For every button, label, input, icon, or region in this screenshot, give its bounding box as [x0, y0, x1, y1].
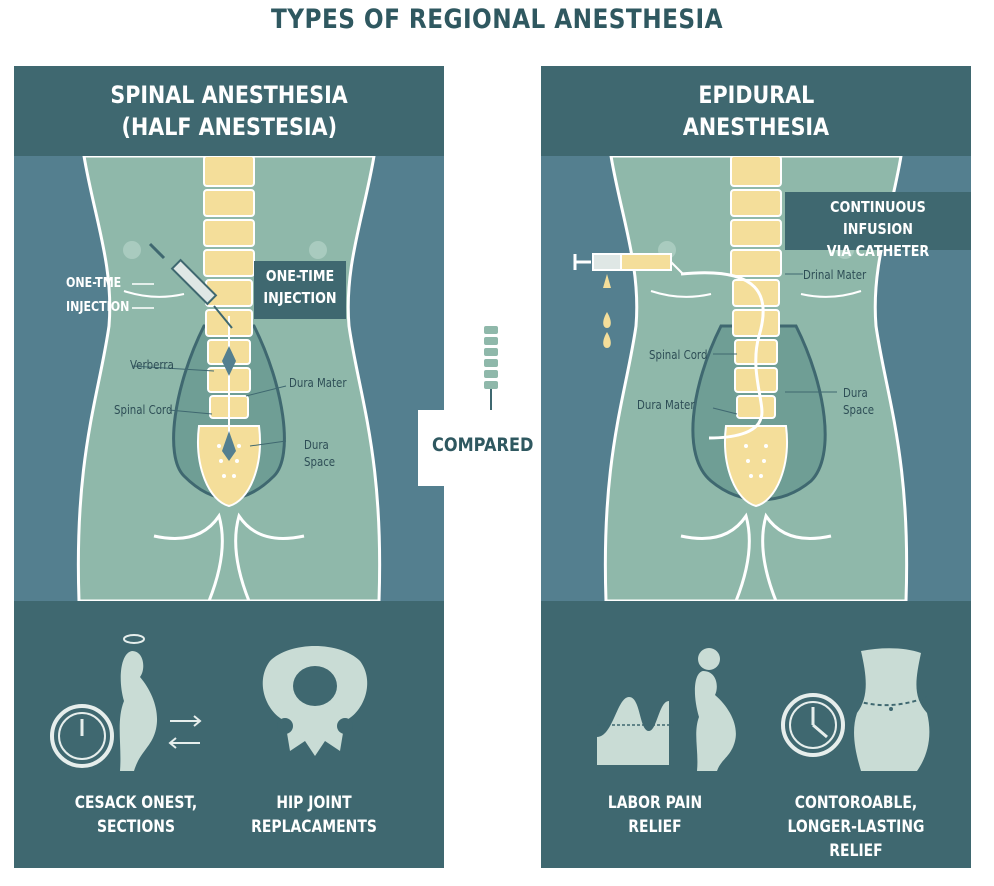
clock-torso-icon [781, 648, 930, 771]
spinal-tag-line2: INJECTION [263, 289, 337, 307]
spinal-use-2-line1: HIP JOINT [276, 793, 352, 813]
spinal-use-2-line2: REPLACAMENTS [251, 817, 377, 837]
label-dural-mater: Drinal Mater [803, 268, 867, 282]
epidural-use-1-caption: LABOR PAIN RELIEF [555, 791, 755, 839]
label-vertebra: Verberra [130, 358, 174, 372]
label-dura-mater: Dura Mater [637, 398, 695, 412]
syringe-icon [148, 242, 233, 329]
spinal-heading-line2: (HALF ANESTESIA) [121, 113, 337, 141]
page-title: TYPES OF REGIONAL ANESTHESIA [270, 4, 723, 35]
spinal-use-2-caption: HIP JOINT REPLACAMENTS [214, 791, 414, 839]
labor-pregnancy-icon [597, 648, 736, 771]
clock-pregnancy-icon [50, 634, 202, 771]
spinal-body-illustration [76, 156, 382, 601]
spinal-tag-line1: ONE-TIME [265, 267, 335, 285]
spinal-injection-tag: ONE-TIME INJECTION [254, 261, 346, 319]
epidural-use-2-line1: CONTOROABLE, [794, 793, 918, 813]
epidural-uses: LABOR PAIN RELIEF CONTOROABLE, LONGER-LA… [541, 601, 971, 868]
compared-label: COMPARED [432, 434, 534, 456]
spinal-heading: SPINAL ANESTHESIA (HALF ANESTESIA) [14, 66, 444, 156]
spine-needle-icon [484, 326, 498, 418]
spinal-side-label-line1: ONE-TME [66, 276, 122, 291]
spinal-use-1-caption: CESACK ONEST, SECTIONS [36, 791, 236, 839]
spinal-uses: CESACK ONEST, SECTIONS HIP JOINT REPLACA… [14, 601, 444, 868]
epidural-heading-line2: ANESTHESIA [682, 113, 830, 141]
label-dura-space-line1: Dura [843, 386, 868, 400]
spinal-heading-line1: SPINAL ANESTHESIA [110, 81, 348, 109]
spinal-use-1-line1: CESACK ONEST, [74, 793, 198, 813]
epidural-use-1-line1: LABOR PAIN [607, 793, 703, 813]
label-dura-space-line1: Dura [304, 438, 329, 452]
epidural-use-2-line2: LONGER-LASTING RELIEF [787, 817, 925, 861]
epidural-use-2-caption: CONTOROABLE, LONGER-LASTING RELIEF [741, 791, 971, 863]
label-dura-mater: Dura Mater [289, 376, 347, 390]
spinal-use-1-line2: SECTIONS [96, 817, 176, 837]
epidural-tag-line1: CONTINUOUS INFUSION [830, 198, 926, 238]
label-spinal-cord: Spinal Cord [649, 348, 708, 362]
spinal-side-label-line2: INJECTION [66, 300, 130, 315]
epidural-tag-line2: VIA CATHETER [826, 242, 930, 260]
label-dura-space-line2: Space [304, 455, 336, 469]
label-spinal-cord: Spinal Cord [114, 403, 173, 417]
catheter [680, 271, 765, 440]
epidural-heading: EPIDURAL ANESTHESIA [541, 66, 971, 156]
epidural-panel: EPIDURAL ANESTHESIA [541, 66, 971, 868]
spine [724, 156, 788, 508]
label-dura-space-line2: Space [843, 403, 875, 417]
epidural-heading-line1: EPIDURAL [698, 81, 814, 109]
spinal-panel: SPINAL ANESTHESIA (HALF ANESTESIA) [14, 66, 444, 868]
epidural-infusion-tag: CONTINUOUS INFUSION VIA CATHETER [785, 192, 971, 260]
pelvis-icon [262, 646, 368, 756]
epidural-use-1-line2: RELIEF [628, 817, 682, 837]
syringe-icon [573, 253, 684, 348]
epidural-body-illustration [573, 156, 909, 601]
